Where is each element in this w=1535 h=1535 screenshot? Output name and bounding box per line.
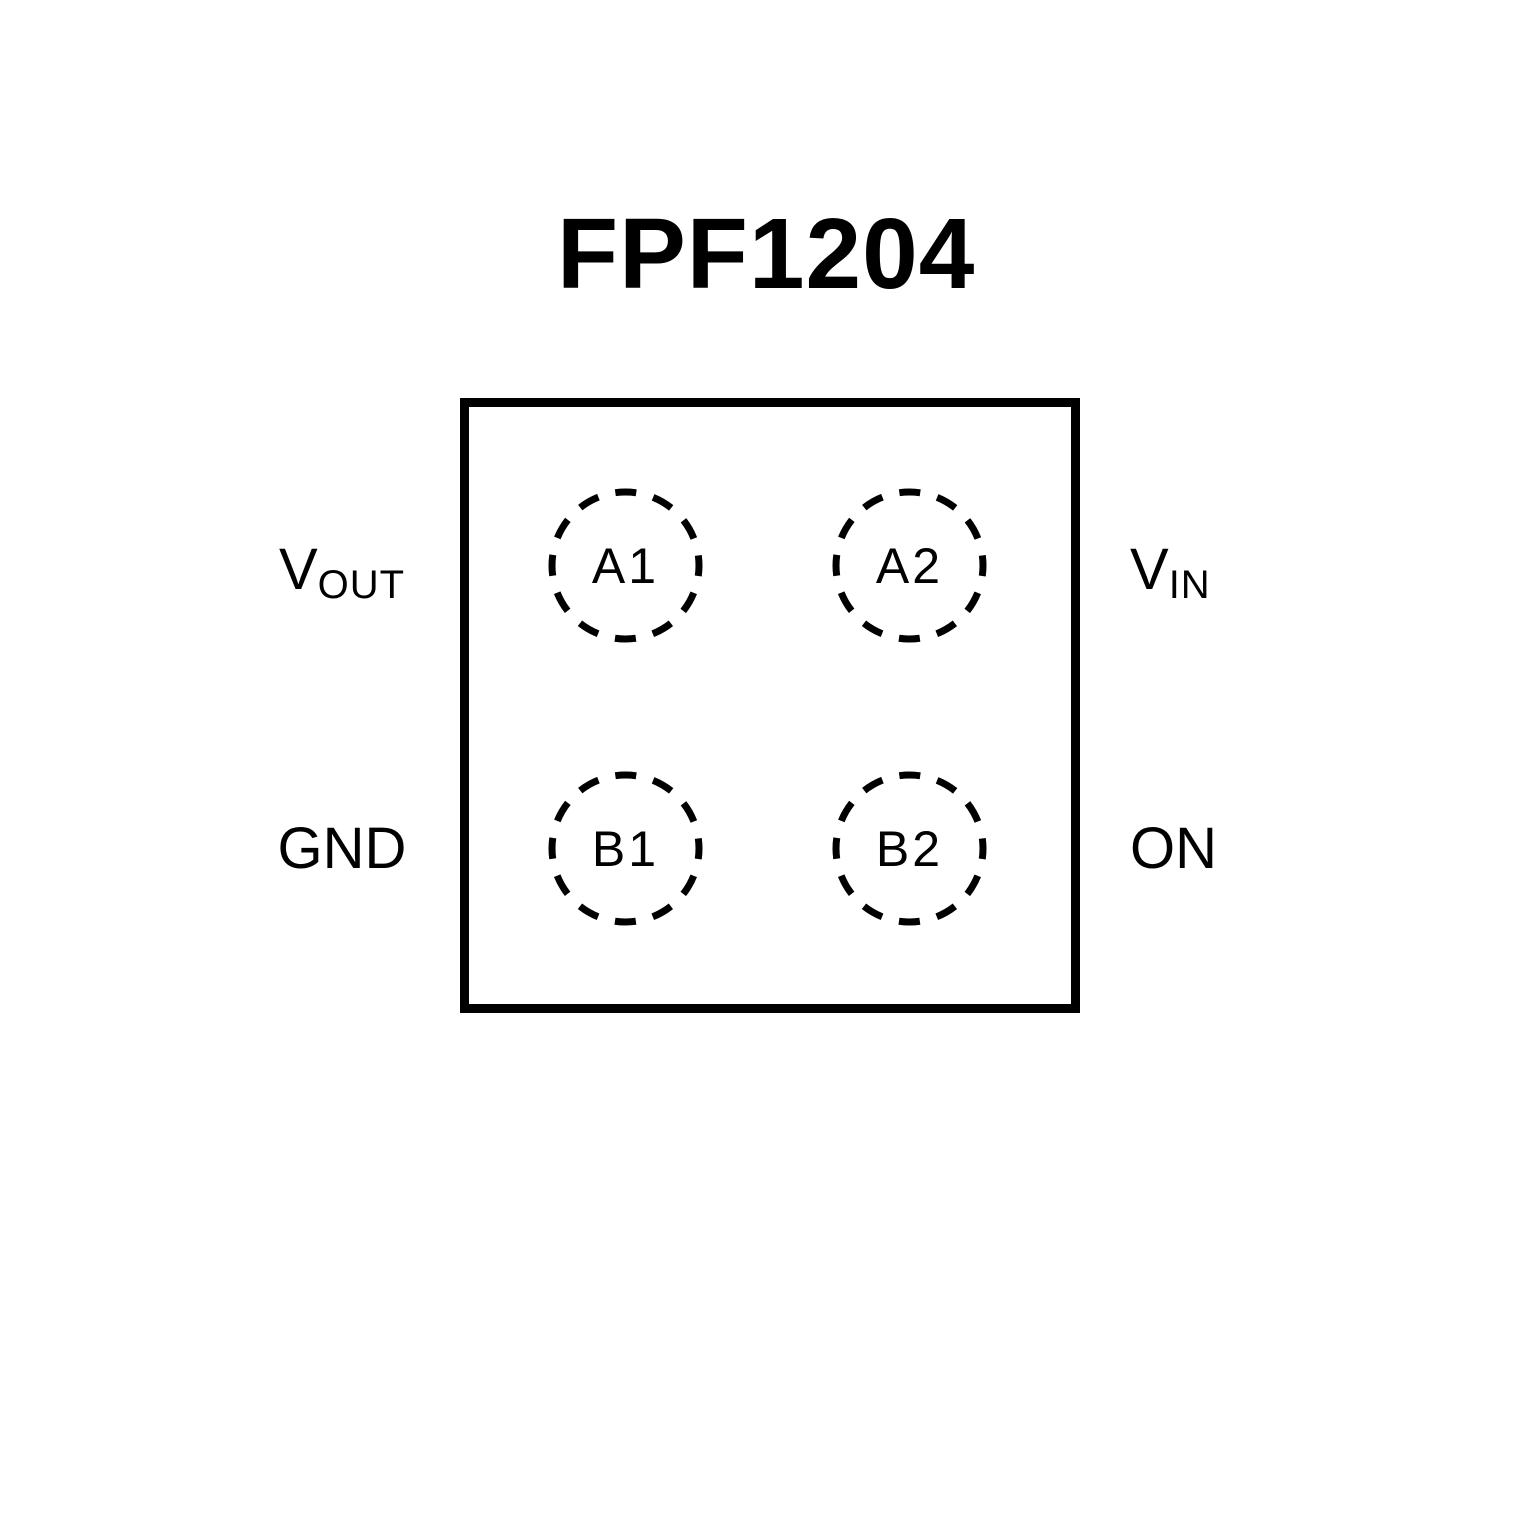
pad-b1-label: B1 [591,820,660,877]
page-title: FPF1204 [557,198,976,310]
pad-b1-dashed-circle [548,771,703,926]
pin-vout-sub: OUT [317,563,406,607]
pad-b2-label: B2 [875,820,944,877]
pad-b1: B1 [548,771,703,926]
pin-label-gnd: GND [278,820,407,878]
pin-label-on: ON [1130,820,1217,878]
pad-a2-dashed-circle [832,488,987,643]
pad-a1: A1 [548,488,703,643]
pin-label-vin: VIN [1130,541,1211,606]
pad-a1-label: A1 [591,537,660,594]
pin-gnd-main: GND [277,816,407,881]
pad-b2: B2 [832,771,987,926]
pad-a2-label: A2 [875,537,944,594]
pin-vout-main: V [278,537,318,602]
pad-a2: A2 [832,488,987,643]
pin-vin-main: V [1130,537,1169,602]
pin-on-main: ON [1130,816,1217,881]
pad-a1-dashed-circle [548,488,703,643]
package-outline [460,398,1080,1013]
pin-label-vout: VOUT [279,541,405,606]
pad-b2-dashed-circle [832,771,987,926]
pin-vin-sub: IN [1168,563,1211,607]
